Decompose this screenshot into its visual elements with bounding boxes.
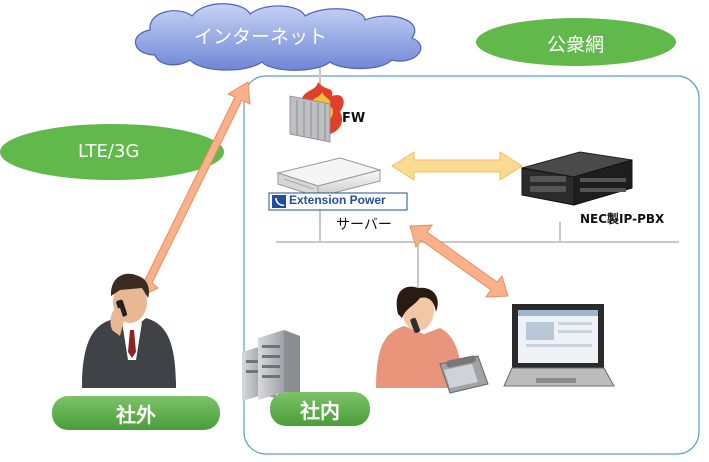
internet-cloud-icon [134,3,422,71]
businessman-on-phone-icon [82,273,176,388]
operator-with-phone-icon [376,286,462,388]
extension-power-logo-text: Extension Power [289,193,386,207]
firewall-icon [289,82,344,143]
server-icon [276,157,382,198]
building-icon [242,330,300,401]
server-label: サーバー [336,217,392,233]
server-pbx-arrow [391,151,523,181]
inside-label: 社内 [300,398,340,423]
pbx-label: NEC製IP-PBX [580,212,665,226]
lte-label: LTE/3G [78,141,140,162]
mobile-internet-arrow [137,81,251,299]
public-network-oval [476,18,676,66]
desk-phone-icon [439,355,489,394]
firewall-label: FW [342,111,366,126]
outside-label: 社外 [116,402,156,427]
ip-pbx-icon [521,151,633,206]
outside-badge: 社外 [52,396,220,430]
public-network-label: 公衆網 [547,34,605,56]
server-pc-arrow [409,224,509,298]
laptop-icon [503,304,615,387]
internal-network-frame [243,75,700,455]
lte-oval [0,124,224,180]
extension-power-logo [268,192,408,211]
inside-badge: 社内 [270,392,370,426]
internet-label: インターネット [194,26,328,48]
